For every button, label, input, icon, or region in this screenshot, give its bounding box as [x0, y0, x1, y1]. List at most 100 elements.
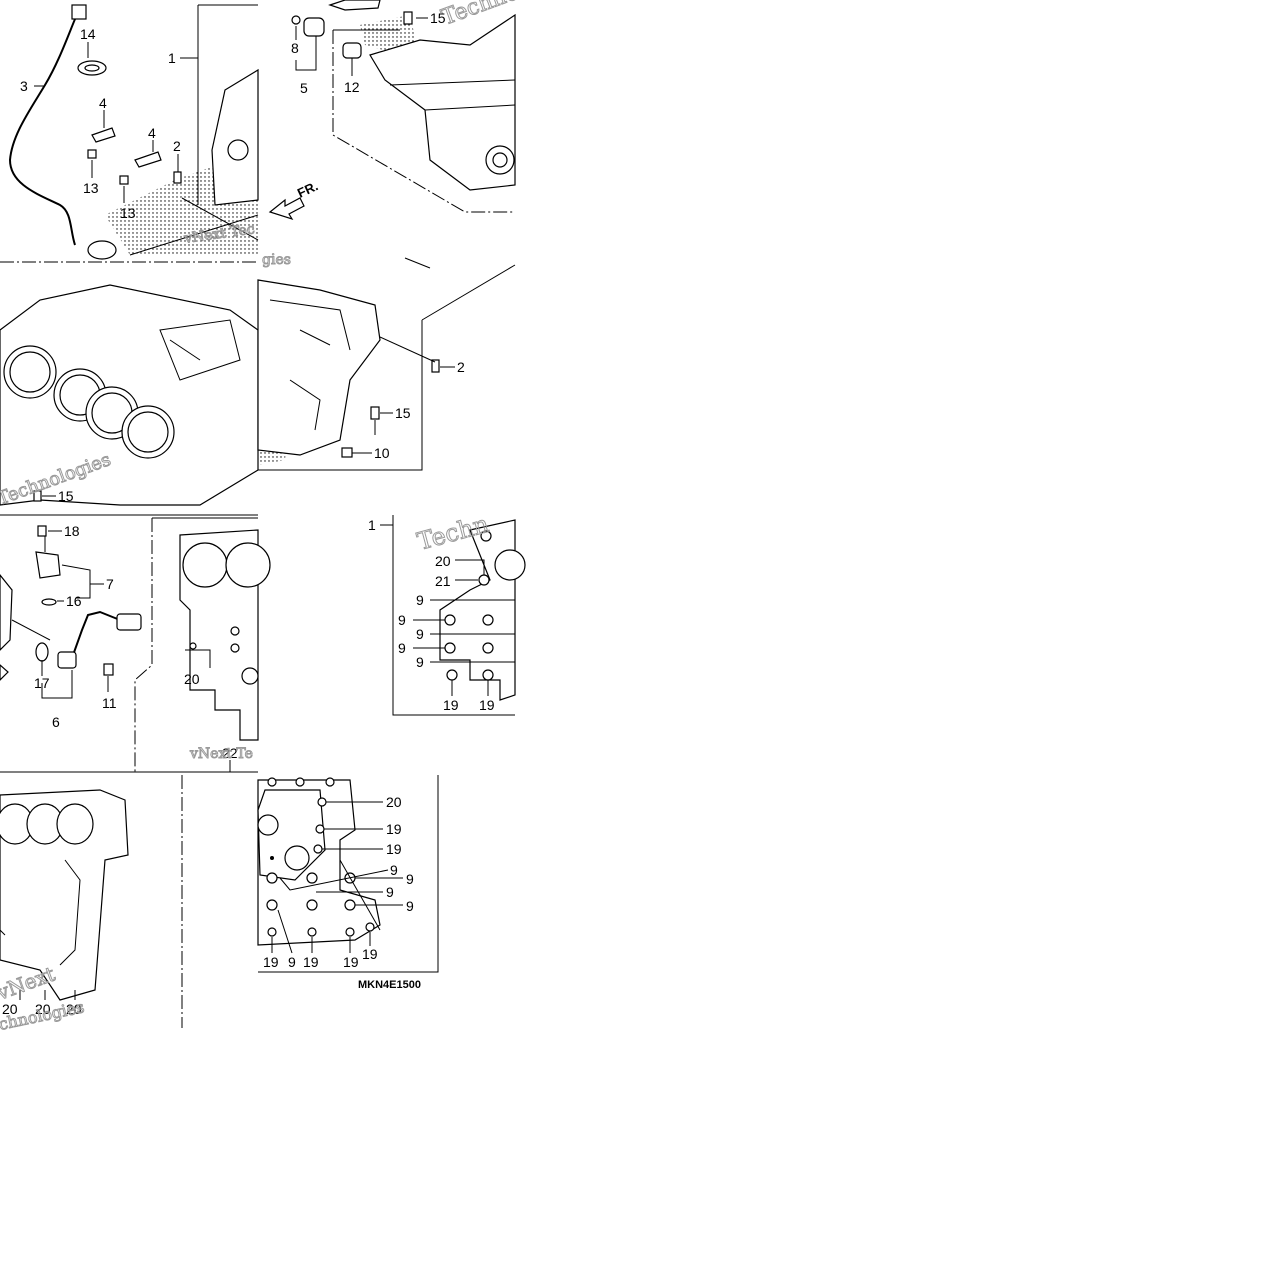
- callout-12: 12: [344, 79, 360, 95]
- plug-icon: [342, 42, 362, 59]
- bolt-icon: [37, 525, 47, 537]
- watermark: vNext: [0, 962, 58, 1005]
- bolt-hole: [345, 927, 355, 937]
- bolt-hole: [478, 574, 490, 586]
- bolt-hole: [325, 777, 335, 787]
- callout-8: 8: [291, 40, 299, 56]
- sensor-icon: [57, 651, 77, 669]
- callout-19: 19: [263, 954, 279, 970]
- tile-bottom-left: 20 20 20 vNext chnologies: [0, 775, 183, 1034]
- callout-15: 15: [430, 10, 446, 26]
- bolt-hole: [313, 844, 323, 854]
- callout-19: 19: [479, 697, 495, 713]
- callout-1: 1: [368, 517, 376, 533]
- callout-6: 6: [52, 714, 60, 730]
- tile-bolt-layout-bottom: 20 19 19 9 9 9 9 19 9 19 19 19 MKN4E1500: [257, 775, 439, 991]
- washer-icon: [291, 15, 301, 25]
- callout-5: 5: [300, 80, 308, 96]
- callout-4: 4: [148, 125, 156, 141]
- bolt-hole: [344, 899, 356, 911]
- dowel-pin-icon: [33, 490, 42, 502]
- callout-19: 19: [362, 946, 378, 962]
- dowel-pin-icon: [431, 359, 440, 373]
- callout-9: 9: [398, 612, 406, 628]
- sensor-icon: [35, 551, 61, 579]
- callout-11: 11: [102, 695, 117, 711]
- bolt-hole: [365, 922, 375, 932]
- callout-9: 9: [416, 654, 424, 670]
- bolt-hole: [480, 530, 492, 542]
- callout-21: 21: [435, 573, 451, 589]
- crankcase-side: [257, 279, 381, 456]
- bolt-hole: [267, 777, 277, 787]
- front-arrow-icon: [268, 197, 305, 221]
- callout-20: 20: [386, 794, 402, 810]
- bolt-hole: [266, 899, 278, 911]
- bolt-hole: [446, 669, 458, 681]
- dowel-pin-icon: [173, 171, 182, 184]
- callout-1: 1: [168, 50, 176, 66]
- bracket-icon: [91, 127, 116, 143]
- bolt-positions: [266, 777, 375, 937]
- callout-18: 18: [64, 523, 80, 539]
- callout-10: 10: [374, 445, 390, 461]
- bolt-hole: [444, 642, 456, 654]
- callout-17: 17: [34, 675, 50, 691]
- bolt-icon: [119, 175, 129, 185]
- callout-20: 20: [35, 1001, 51, 1017]
- lower-crankcase: [369, 13, 516, 191]
- connector-icon: [116, 613, 142, 631]
- callout-22: 22: [222, 745, 238, 761]
- bracket-icon: [134, 151, 162, 168]
- callout-2: 2: [173, 138, 181, 154]
- bolt-hole: [295, 777, 305, 787]
- callout-19: 19: [443, 697, 459, 713]
- callout-15: 15: [58, 488, 74, 504]
- watermark: vNext Te: [189, 746, 253, 762]
- bolt-icon: [103, 663, 114, 676]
- o-ring-icon: [35, 642, 49, 662]
- callout-9: 9: [406, 871, 414, 887]
- tile-sensors: 18 7 16 17 6 11: [0, 514, 258, 773]
- callout-9: 9: [416, 626, 424, 642]
- bolt-positions: [444, 530, 494, 681]
- bolt-hole: [482, 669, 494, 681]
- bolt-hole: [306, 872, 318, 884]
- diagram-code: MKN4E1500: [358, 979, 421, 991]
- callout-16: 16: [66, 593, 82, 609]
- callout-7: 7: [106, 576, 114, 592]
- tile-bolt-layout-top: 1 20 21 9 9 9 9 9 19 19 Techn: [368, 509, 526, 716]
- callout-9: 9: [288, 954, 296, 970]
- callout-20: 20: [435, 553, 451, 569]
- bolt-hole: [267, 927, 277, 937]
- callout-2: 2: [457, 359, 465, 375]
- callout-13: 13: [120, 205, 136, 221]
- crankcase-outline: [0, 789, 129, 1001]
- tile-top-right: FR. 8 5 12 15 Techno: [268, 0, 523, 221]
- callout-14: 14: [80, 26, 96, 42]
- callout-15: 15: [395, 405, 411, 421]
- callout-20: 20: [184, 671, 200, 687]
- callout-20: 20: [2, 1001, 18, 1017]
- connector-icon: [71, 4, 87, 20]
- tile-middle-left: 15 Technologies: [0, 261, 259, 510]
- bolt-hole: [482, 614, 494, 626]
- callout-9: 9: [390, 862, 398, 878]
- callout-19: 19: [386, 841, 402, 857]
- sensor-wire: [8, 11, 79, 246]
- bolt-icon: [87, 149, 97, 159]
- callout-19: 19: [303, 954, 319, 970]
- dowel-pin-icon: [370, 406, 380, 420]
- callout-9: 9: [398, 640, 406, 656]
- callout-13: 13: [83, 180, 99, 196]
- bolt-hole: [306, 899, 318, 911]
- watermark: gies: [262, 252, 291, 268]
- callout-9: 9: [416, 592, 424, 608]
- bolt-hole: [444, 614, 456, 626]
- front-marker-label: FR.: [295, 178, 320, 200]
- bolt-hole: [266, 872, 278, 884]
- callout-20: 20: [66, 1001, 82, 1017]
- bolt-icon: [341, 447, 353, 458]
